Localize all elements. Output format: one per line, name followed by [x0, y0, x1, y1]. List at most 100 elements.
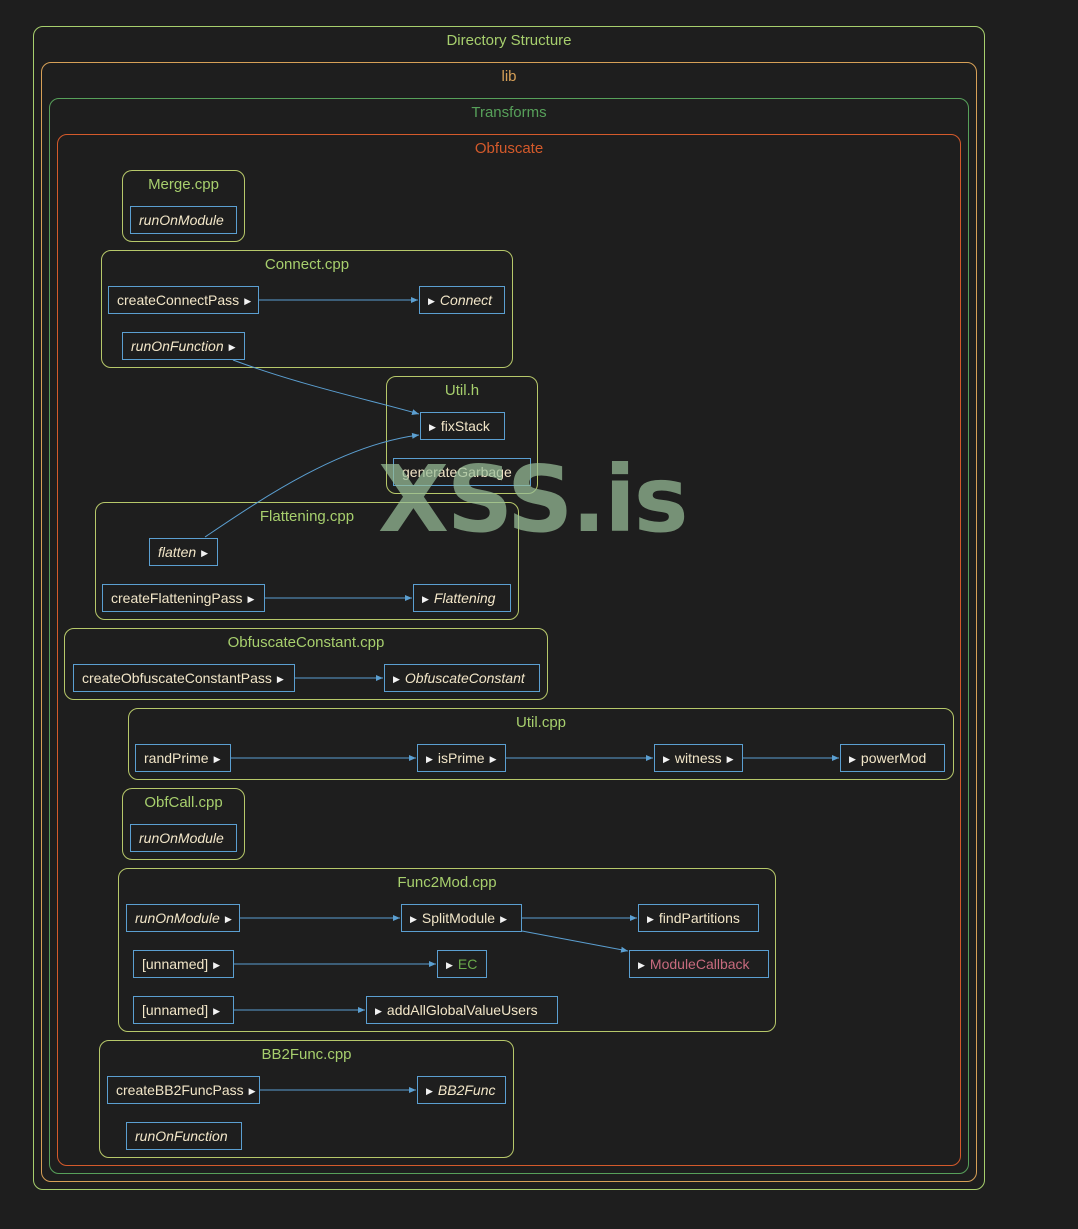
expand-arrow-icon[interactable]: ▶	[228, 342, 236, 352]
node-label: SplitModule	[421, 910, 496, 926]
node-label: runOnModule	[139, 212, 224, 228]
expand-arrow-icon[interactable]: ▶	[446, 960, 453, 970]
expand-arrow-icon[interactable]: ▶	[489, 754, 497, 764]
expand-arrow-icon[interactable]: ▶	[663, 754, 670, 764]
node-label: [unnamed]	[142, 1002, 209, 1018]
node-flatten[interactable]: flatten ▶	[149, 538, 218, 566]
expand-arrow-icon[interactable]: ▶	[849, 754, 856, 764]
expand-arrow-icon[interactable]: ▶	[429, 422, 436, 432]
node-addallglobalvalueusers[interactable]: ▶ addAllGlobalValueUsers	[366, 996, 558, 1024]
expand-arrow-icon[interactable]: ▶	[638, 960, 645, 970]
node-label: Connect	[439, 292, 493, 308]
folder-title-transforms: Transforms	[471, 104, 547, 121]
node-label: runOnFunction	[131, 338, 224, 354]
node-label: ModuleCallback	[649, 956, 750, 972]
node-label: [unnamed]	[142, 956, 209, 972]
node-powermod[interactable]: ▶ powerMod	[840, 744, 945, 772]
node-createflatteningpass[interactable]: createFlatteningPass ▶	[102, 584, 265, 612]
node-label: BB2Func	[437, 1082, 496, 1098]
node-createbb2funcpass[interactable]: createBB2FuncPass ▶	[107, 1076, 260, 1104]
folder-title-root: Directory Structure	[446, 32, 572, 49]
node-func2mod-runonmodule[interactable]: runOnModule ▶	[126, 904, 240, 932]
node-obfcall-runonmodule[interactable]: runOnModule	[130, 824, 237, 852]
expand-arrow-icon[interactable]: ▶	[213, 1006, 221, 1016]
expand-arrow-icon[interactable]: ▶	[224, 914, 232, 924]
expand-arrow-icon[interactable]: ▶	[247, 594, 255, 604]
node-label: Flattening	[433, 590, 496, 606]
file-merge-cpp: Merge.cpp	[122, 170, 245, 242]
node-label: isPrime	[437, 750, 485, 766]
node-generategarbage[interactable]: generateGarbage	[393, 458, 531, 486]
node-connect[interactable]: ▶ Connect	[419, 286, 505, 314]
node-label: EC	[457, 956, 478, 972]
node-label: witness	[674, 750, 722, 766]
node-unnamed-2[interactable]: [unnamed] ▶	[133, 996, 234, 1024]
node-label: runOnModule	[135, 910, 220, 926]
file-title: BB2Func.cpp	[261, 1046, 352, 1063]
folder-lib: lib	[41, 62, 977, 1182]
file-title: Connect.cpp	[264, 256, 350, 273]
node-flattening[interactable]: ▶ Flattening	[413, 584, 511, 612]
node-createconnectpass[interactable]: createConnectPass ▶	[108, 286, 259, 314]
expand-arrow-icon[interactable]: ▶	[410, 914, 417, 924]
node-label: createConnectPass	[117, 292, 240, 308]
node-witness[interactable]: ▶ witness ▶	[654, 744, 743, 772]
node-createobfuscateconstantpass[interactable]: createObfuscateConstantPass ▶	[73, 664, 295, 692]
node-modulecallback[interactable]: ▶ ModuleCallback	[629, 950, 769, 978]
node-label: runOnModule	[139, 830, 224, 846]
file-title: ObfCall.cpp	[144, 794, 223, 811]
file-title: Func2Mod.cpp	[397, 874, 497, 891]
file-title: Util.h	[444, 382, 480, 399]
node-obfuscateconstant[interactable]: ▶ ObfuscateConstant	[384, 664, 540, 692]
watermark-text: XSS.is	[378, 446, 689, 553]
node-label: addAllGlobalValueUsers	[386, 1002, 538, 1018]
node-label: fixStack	[440, 418, 490, 434]
expand-arrow-icon[interactable]: ▶	[500, 914, 507, 924]
expand-arrow-icon[interactable]: ▶	[244, 296, 252, 306]
folder-title-lib: lib	[501, 68, 517, 85]
expand-arrow-icon[interactable]: ▶	[201, 548, 209, 558]
node-connect-runonfunction[interactable]: runOnFunction ▶	[122, 332, 245, 360]
node-merge-runonmodule[interactable]: runOnModule	[130, 206, 237, 234]
node-fixstack[interactable]: ▶ fixStack	[420, 412, 505, 440]
node-isprime[interactable]: ▶ isPrime ▶	[417, 744, 506, 772]
node-randprime[interactable]: randPrime▶	[135, 744, 231, 772]
expand-arrow-icon[interactable]: ▶	[428, 296, 435, 306]
node-ec[interactable]: ▶ EC	[437, 950, 487, 978]
folder-obfuscate: Obfuscate	[57, 134, 961, 1166]
file-title: ObfuscateConstant.cpp	[227, 634, 385, 651]
expand-arrow-icon[interactable]: ▶	[375, 1006, 382, 1016]
folder-transforms: Transforms	[49, 98, 969, 1174]
expand-arrow-icon[interactable]: ▶	[426, 1086, 433, 1096]
file-func2mod-cpp: Func2Mod.cpp	[118, 868, 776, 1032]
node-findpartitions[interactable]: ▶ findPartitions	[638, 904, 759, 932]
expand-arrow-icon[interactable]: ▶	[393, 674, 400, 684]
node-label: createObfuscateConstantPass	[82, 670, 272, 686]
expand-arrow-icon[interactable]: ▶	[726, 754, 734, 764]
node-splitmodule[interactable]: ▶ SplitModule ▶	[401, 904, 522, 932]
expand-arrow-icon[interactable]: ▶	[248, 1086, 256, 1096]
node-bb2func[interactable]: ▶ BB2Func	[417, 1076, 506, 1104]
folder-title-obfuscate: Obfuscate	[474, 140, 544, 157]
node-label: createFlatteningPass	[111, 590, 243, 606]
node-label: generateGarbage	[402, 464, 512, 480]
file-title: Merge.cpp	[148, 176, 219, 193]
node-label: createBB2FuncPass	[116, 1082, 244, 1098]
file-util-cpp: Util.cpp	[128, 708, 954, 780]
expand-arrow-icon[interactable]: ▶	[426, 754, 433, 764]
expand-arrow-icon[interactable]: ▶	[422, 594, 429, 604]
node-label: findPartitions	[658, 910, 740, 926]
file-title: Util.cpp	[515, 714, 567, 731]
expand-arrow-icon[interactable]: ▶	[213, 960, 221, 970]
expand-arrow-icon[interactable]: ▶	[647, 914, 654, 924]
node-label: flatten	[158, 544, 197, 560]
file-obfcall-cpp: ObfCall.cpp	[122, 788, 245, 860]
file-obfuscateconstant-cpp: ObfuscateConstant.cpp	[64, 628, 548, 700]
expand-arrow-icon[interactable]: ▶	[276, 674, 284, 684]
expand-arrow-icon[interactable]: ▶	[213, 754, 221, 764]
node-unnamed-1[interactable]: [unnamed] ▶	[133, 950, 234, 978]
node-label: ObfuscateConstant	[404, 670, 525, 686]
node-label: runOnFunction	[135, 1128, 228, 1144]
node-bb2func-runonfunction[interactable]: runOnFunction	[126, 1122, 242, 1150]
node-label: powerMod	[860, 750, 927, 766]
